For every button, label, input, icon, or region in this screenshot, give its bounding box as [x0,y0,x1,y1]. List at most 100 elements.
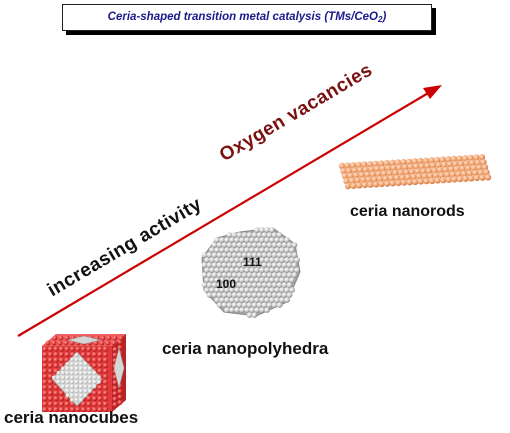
nanopolyhedra-atom [249,277,255,283]
nanopolyhedra-atom [221,242,228,248]
nanocube-facet-atom [88,366,92,371]
nanopolyhedra-atom [269,227,275,233]
title-text: Ceria-shaped transition metal catalysis … [108,11,387,24]
nanocube-facet-atom [61,380,65,384]
nanopolyhedra-atom [281,252,288,258]
nanopolyhedra-atom [271,252,278,258]
nanopolyhedra-atom [206,252,213,258]
nanorod-atom [385,165,392,172]
nanocube-atom [93,340,99,346]
nanopolyhedra-atom [256,262,263,268]
nanorod-atom [403,169,410,176]
nanopolyhedra-atom [249,257,255,263]
nanopolyhedra-atom [201,262,208,268]
nanocube-atom [53,362,59,369]
nanopolyhedra-atom [246,282,253,288]
nanocube-facet-atom [74,398,79,402]
nanocube-atom [58,390,65,396]
nanopolyhedra-atom [271,282,278,288]
nanopolyhedra-atom [259,257,265,263]
nanopolyhedra-atom [229,297,235,303]
nanopolyhedra-atom [201,252,208,258]
nanopolyhedra-atom [244,267,250,273]
nanocubes-label: ceria nanocubes [4,408,139,427]
nanopolyhedra-atom [236,272,243,278]
nanopolyhedra-atom [269,257,275,263]
activity-arrow-shaft [17,91,431,337]
nanorod-atom [456,155,463,162]
nanopolyhedra-atom [216,282,223,288]
nanocube-facet-atom [74,380,79,384]
nanopolyhedra-atom [266,252,273,258]
nanorod-atom [462,155,469,162]
nanopolyhedra-atom [279,277,285,283]
nanocube-atom [58,351,65,358]
nanocube-atom [102,406,109,413]
nanopolyhedra-atom [231,272,238,278]
nanorod-atom [367,181,374,188]
nanorod-atom [351,167,358,174]
nanorod-atom [407,163,414,170]
nanorod-atom [452,160,459,168]
nanopolyhedra-atom [279,287,285,293]
nanocube-facet-atom [97,380,101,384]
nanorod-atom [406,158,413,165]
nanocube-facet-atom [83,380,88,384]
nanopolyhedra-atom [226,262,233,268]
nanorod-atom [362,166,370,173]
nanorod-atom [457,160,465,167]
nanopolyhedra-atom [276,282,283,288]
nanocube-atom [58,395,65,402]
nanopolyhedra-atom [286,242,293,248]
nanocube-atom [86,357,92,363]
nanopolyhedra-atom [254,257,260,263]
nanocube-facet-atom [65,362,70,366]
nanocube-atom [118,335,124,341]
nanorod-atom [355,161,362,169]
nanopolyhedra-atom [261,302,268,308]
nanorod-atom [423,177,430,185]
nanocube-atom [97,395,103,402]
nanopolyhedra-atom [276,252,283,258]
nanorod-atom [383,160,390,167]
nanopolyhedra-atom [231,292,238,298]
nanocube-facet-atom [88,380,92,384]
nanocube-facet-atom [83,393,88,398]
nanopolyhedra-atom [231,242,238,248]
nanocube-atom [91,401,98,407]
nanopolyhedra-atom [239,277,245,283]
nanocube-facet-atom [65,384,70,389]
nanocube-atom [86,395,92,402]
nanocube-atom [117,394,123,400]
nanocube-facet-atom [92,371,97,375]
nanocube-facet-atom [83,375,88,380]
nanorod-atom [455,170,462,178]
nanopolyhedra-atom [236,252,243,258]
nanopolyhedra-atom [226,272,233,278]
nanocube-atom [100,335,106,341]
nanopolyhedra-atom [226,252,233,258]
nanopolyhedra-atom [261,232,268,238]
nanocube-facet-atom [65,393,70,398]
nanopolyhedra-atom [294,267,300,273]
nanopolyhedra-atom [291,272,298,278]
nanopolyhedra-atom [226,232,233,238]
nanopolyhedra-atom [279,267,285,273]
nanorod-atom [418,162,426,170]
nanocube-atom [112,347,118,352]
nanorod-atom [361,181,368,189]
nanopolyhedra-atom [231,232,238,238]
nanocube-atom [42,351,48,358]
nanocube-atom [86,351,92,358]
nanocube-facet-atom [79,393,83,398]
nanopolyhedra-atom [234,247,240,253]
nanocube-atom [52,335,58,341]
nanorod-atom [469,159,476,167]
nanocube-atom [80,401,87,407]
nanocube-facet-atom [74,366,79,371]
nanorod-atom [388,175,395,182]
nanorod-atom [427,172,434,179]
nanopolyhedra-atom [256,302,263,308]
nanopolyhedra-atom [259,307,265,313]
nanorod-atom [473,154,480,161]
